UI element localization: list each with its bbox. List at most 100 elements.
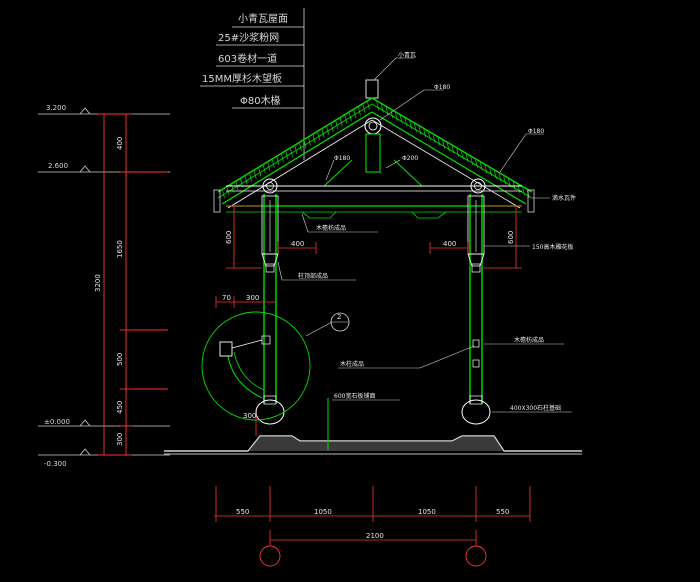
tile-hatch-line bbox=[344, 115, 348, 124]
bottom-dim-1050-left: 1050 bbox=[314, 508, 332, 516]
tile-hatch-line bbox=[317, 132, 320, 141]
label-right-purlin: Φ180 bbox=[528, 128, 544, 135]
vdim-300: 300 bbox=[116, 433, 124, 446]
tile-hatch-line bbox=[290, 148, 293, 157]
tile-hatch-line bbox=[494, 170, 497, 179]
tile-hatch-line bbox=[484, 165, 488, 174]
tile-hatch-line bbox=[349, 112, 352, 121]
tile-hatch-line bbox=[226, 187, 230, 196]
roof-leaders bbox=[325, 57, 550, 247]
tile-hatch-line bbox=[461, 151, 464, 160]
tile-hatch-line bbox=[358, 107, 361, 116]
note-membrane: 603卷材一道 bbox=[218, 52, 277, 65]
bottom-dim-1050-right: 1050 bbox=[418, 508, 436, 516]
tile-hatch-line bbox=[362, 104, 366, 113]
vdim-3200: 3200 bbox=[94, 274, 102, 292]
tile-hatch-line bbox=[253, 170, 257, 179]
tile-hatch-line bbox=[475, 159, 478, 168]
tile-hatch-line bbox=[442, 140, 445, 149]
tile-hatch-line bbox=[409, 121, 412, 130]
tile-hatch-line bbox=[335, 121, 339, 130]
dim-left-400: 400 bbox=[291, 240, 304, 248]
tile-hatch-line bbox=[423, 129, 427, 138]
axis-bubbles bbox=[259, 545, 487, 567]
dim-right-400: 400 bbox=[443, 240, 456, 248]
tile-hatch-line bbox=[244, 176, 248, 185]
tile-hatch-line bbox=[249, 173, 252, 182]
callout-right-beam: 木檐枋成品 bbox=[514, 336, 544, 344]
note-roof-tile: 小青瓦屋面 bbox=[238, 12, 288, 25]
bottom-dim-550-left: 550 bbox=[236, 508, 249, 516]
label-center-post: Φ200 bbox=[402, 155, 418, 162]
tile-hatch-line bbox=[376, 101, 379, 110]
tile-hatch-line bbox=[263, 165, 266, 174]
tile-hatch-line bbox=[456, 148, 459, 157]
tile-hatch-line bbox=[258, 168, 262, 177]
tile-hatch-line bbox=[522, 187, 525, 196]
top-note-stack bbox=[200, 8, 305, 160]
vdim-1650: 1650 bbox=[116, 240, 124, 258]
callout-floor: 600宽石板铺面 bbox=[334, 392, 375, 400]
tile-hatch-line bbox=[503, 176, 507, 185]
dim-base-300: 300 bbox=[243, 412, 256, 420]
dim-bracket-300: 300 bbox=[246, 294, 259, 302]
level-0000: ±0.000 bbox=[44, 418, 70, 426]
tile-hatch-line bbox=[381, 104, 384, 113]
tile-hatch-line bbox=[470, 156, 474, 166]
tile-hatch-line bbox=[299, 143, 302, 152]
note-mortar: 25#沙浆粉网 bbox=[218, 31, 279, 44]
label-ridge-purlin: Φ180 bbox=[434, 84, 450, 91]
level-3200: 3.200 bbox=[46, 104, 66, 112]
tile-hatch-line bbox=[222, 190, 225, 199]
tile-hatch-line bbox=[281, 154, 284, 163]
tile-hatch-line bbox=[395, 112, 398, 121]
tile-hatch-line bbox=[432, 134, 436, 144]
callout-post-top: 柱顶部成品 bbox=[298, 272, 328, 280]
roof bbox=[213, 79, 535, 219]
dim-left-600: 600 bbox=[225, 231, 233, 244]
tile-hatch-line bbox=[321, 129, 325, 138]
tile-hatch-line bbox=[399, 115, 403, 124]
tile-hatch-line bbox=[390, 109, 394, 119]
tile-hatch-line bbox=[367, 101, 370, 110]
tile-hatch-line bbox=[276, 156, 280, 166]
detail-tag: 2 bbox=[337, 313, 341, 321]
label-eave-purlin: Φ180 bbox=[334, 155, 350, 162]
vdim-400: 400 bbox=[116, 137, 124, 150]
level-minus-0300: -0.300 bbox=[44, 460, 67, 468]
tile-hatch-line bbox=[312, 134, 316, 144]
tile-hatch-line bbox=[330, 123, 334, 132]
note-board: 15MM厚杉木望板 bbox=[202, 72, 282, 85]
tile-hatch-line bbox=[489, 168, 492, 177]
tile-hatch-line bbox=[272, 159, 275, 168]
label-ridge-tile: 小青瓦 bbox=[398, 51, 416, 59]
callout-stone-base: 400X300石柱基础 bbox=[510, 404, 561, 412]
vdim-450: 450 bbox=[116, 401, 124, 414]
tile-hatch-line bbox=[353, 109, 357, 119]
tile-hatch-line bbox=[340, 118, 343, 127]
tile-hatch-line bbox=[385, 107, 389, 116]
tile-hatch-line bbox=[451, 145, 455, 155]
callout-beam: 木檐枋成品 bbox=[316, 224, 346, 232]
ground bbox=[164, 398, 582, 455]
short-dimensions bbox=[215, 205, 522, 436]
vertical-dimension-chain bbox=[98, 113, 168, 456]
tile-hatch-line bbox=[294, 145, 298, 155]
dim-bracket-70: 70 bbox=[222, 294, 231, 302]
tile-hatch-line bbox=[418, 126, 422, 135]
label-eave-tile: 滴水瓦件 bbox=[552, 194, 576, 202]
tile-hatch-line bbox=[447, 143, 450, 152]
tile-hatch-line bbox=[404, 118, 408, 127]
tile-hatch-line bbox=[303, 140, 307, 149]
bottom-dim-total: 2100 bbox=[366, 532, 384, 540]
note-rafter: Φ80木椽 bbox=[240, 94, 281, 107]
dim-right-600: 600 bbox=[507, 231, 515, 244]
callout-post-mid: 木柱成品 bbox=[340, 360, 364, 368]
tile-hatch-line bbox=[498, 173, 502, 182]
tile-hatch-line bbox=[285, 151, 289, 160]
tile-hatch-line bbox=[437, 137, 441, 146]
tile-hatch-line bbox=[267, 162, 271, 171]
tile-hatch-line bbox=[479, 162, 483, 171]
level-2600: 2.600 bbox=[48, 162, 68, 170]
